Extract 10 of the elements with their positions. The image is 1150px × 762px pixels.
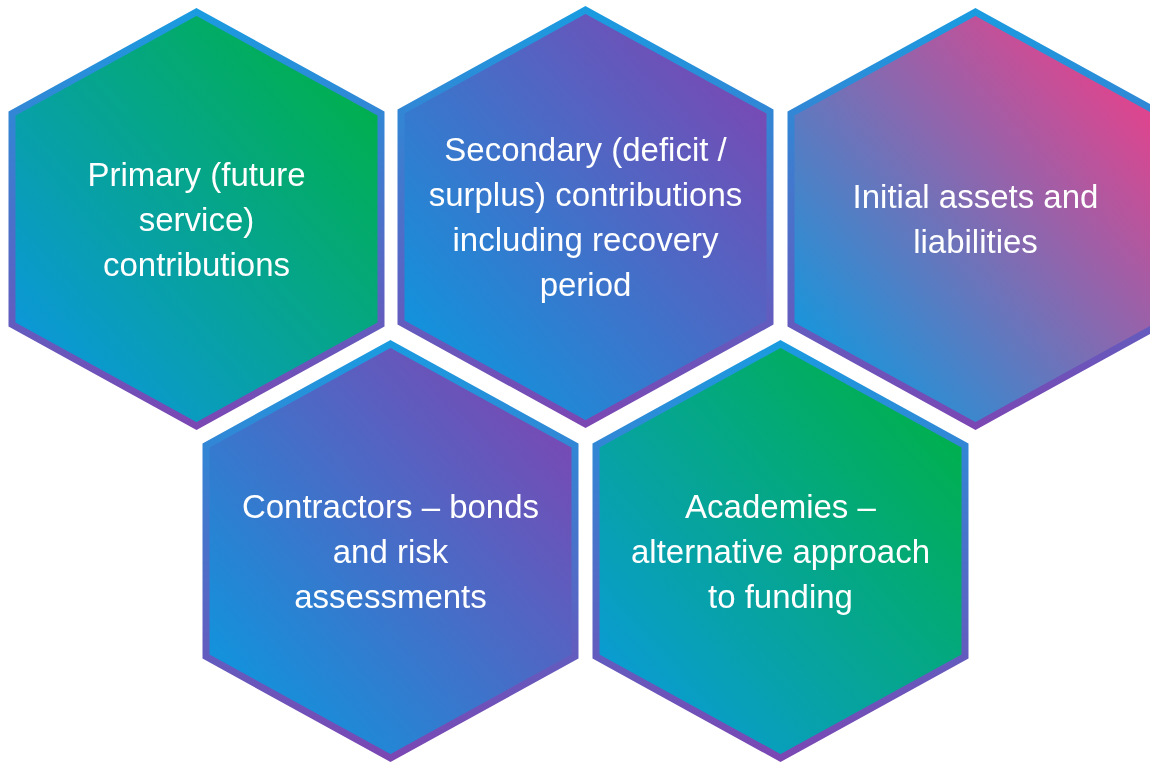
tile-text: Primary (future service) contributions [86, 154, 307, 285]
hexagon-tile [787, 8, 1150, 430]
hexagon-tile [592, 340, 969, 762]
hexagon-tile [8, 8, 385, 430]
tile-text: Contractors – bonds and risk assessments [240, 486, 541, 617]
tile-text: Academies – alternative approach to funding [630, 486, 931, 617]
tile-text: Secondary (deficit / surplus) contributions including recovery period [427, 130, 744, 305]
tile-text: Initial assets and liabilities [851, 177, 1100, 262]
hexagon-tile [202, 340, 579, 762]
hexagon-tile [397, 6, 774, 428]
